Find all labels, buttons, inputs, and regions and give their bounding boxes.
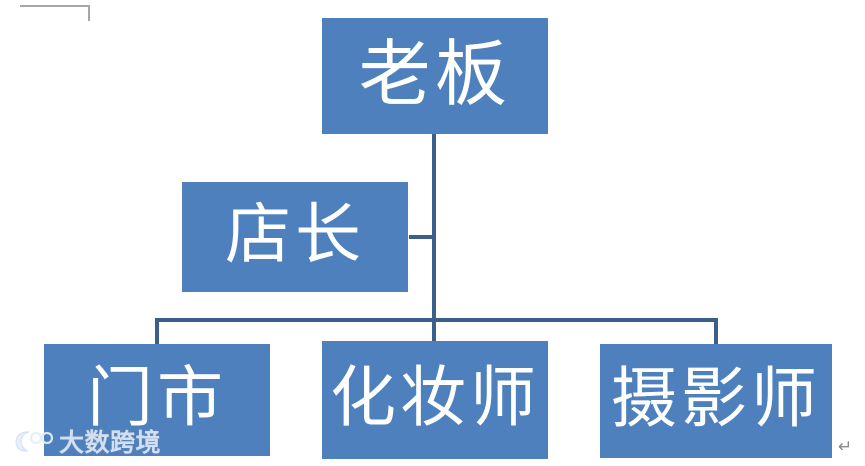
page-margin-corner-marker <box>20 5 90 21</box>
connector-branch-bar <box>155 318 718 322</box>
connector-boss-trunk <box>432 134 436 322</box>
org-node-photographer[interactable]: 摄影师 <box>600 344 832 458</box>
connector-drop-makeup <box>432 318 436 343</box>
org-node-boss[interactable]: 老板 <box>322 18 548 134</box>
org-node-manager[interactable]: 店长 <box>182 182 408 292</box>
org-node-storefront-label: 门市 <box>87 359 227 436</box>
connector-drop-photo <box>714 318 718 346</box>
org-node-storefront[interactable]: 门市 <box>44 344 270 456</box>
org-node-manager-label: 店长 <box>225 196 365 273</box>
org-node-makeup-label: 化妆师 <box>330 359 540 436</box>
org-node-boss-label: 老板 <box>358 32 512 116</box>
paragraph-return-mark: ↵ <box>838 437 853 457</box>
connector-manager-stub <box>409 235 434 239</box>
connector-drop-storefront <box>155 318 159 346</box>
org-node-photographer-label: 摄影师 <box>611 360 821 437</box>
org-node-makeup[interactable]: 化妆师 <box>322 341 548 459</box>
